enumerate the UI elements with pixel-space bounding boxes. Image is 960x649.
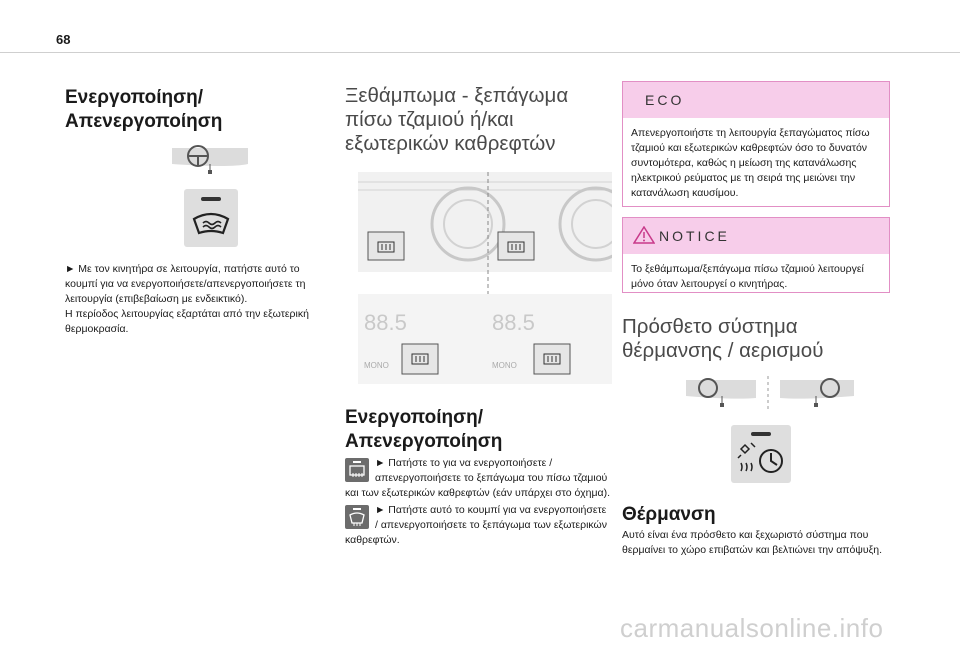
notice-box-title: NOTICE	[659, 228, 730, 244]
page-number: 68	[56, 32, 71, 47]
eco-box: ECO Απενεργοποιήστε τη λειτουργία ξεπαγώ…	[622, 81, 890, 207]
col2-heading-line2: Απενεργοποίηση	[345, 431, 503, 452]
col1-paragraph-1: ► Με τον κινητήρα σε λειτουργία, πατήστε…	[65, 263, 306, 305]
front-demist-button-illustration	[184, 189, 238, 247]
col3-paragraph: Αυτό είναι ένα πρόσθετο και ξεχωριστό σύ…	[622, 529, 883, 556]
col1-heading-line1: Ενεργοποίηση/	[65, 87, 204, 108]
col2-section-title: Ξεθάμπωμα - ξεπάγωμα πίσω τζαμιού ή/και …	[345, 84, 569, 155]
col2-item-2-text: ► Πατήστε αυτό το κουμπί για να ενεργοπο…	[345, 504, 607, 546]
header-rule	[0, 52, 960, 53]
col2-body: ► Πατήστε το για να ενεργοποιήσετε / απε…	[345, 456, 610, 548]
col1-body: ► Με τον κινητήρα σε λειτουργία, πατήστε…	[65, 262, 327, 337]
eco-box-title: ECO	[623, 82, 889, 118]
col2-item-1: ► Πατήστε το για να ενεργοποιήσετε / απε…	[345, 456, 610, 501]
mono-label-right: MONO	[492, 361, 517, 370]
dashboard-panels-illustration: 88.5 88.5 MONO MONO	[358, 172, 634, 384]
col3-section-title: Πρόσθετο σύστημα θέρμανσης / αερισμού	[622, 315, 824, 362]
col2-item-1-text: ► Πατήστε το για να ενεργοποιήσετε / απε…	[345, 457, 610, 499]
notice-box-header: NOTICE	[623, 218, 889, 254]
steering-wheel-lhd-rhd-diagram	[686, 376, 854, 410]
steering-wheel-diagram	[172, 145, 248, 174]
col2-heading: Ενεργοποίηση/ Απενεργοποίηση	[345, 406, 605, 454]
eco-box-text: Απενεργοποιήστε τη λειτουργία ξεπαγώματο…	[631, 127, 870, 199]
notice-box-text: Το ξεθάμπωμα/ξεπάγωμα πίσω τζαμιού λειτο…	[631, 263, 864, 290]
notice-box: NOTICE Το ξεθάμπωμα/ξεπάγωμα πίσω τζαμιο…	[622, 217, 890, 293]
auxiliary-heating-button-illustration	[731, 425, 791, 483]
col1-paragraph-2: Η περίοδος λειτουργίας εξαρτάται από την…	[65, 308, 309, 335]
col2-heading-line1: Ενεργοποίηση/	[345, 407, 484, 428]
display-digits-left: 88.5	[364, 310, 407, 335]
mirror-defrost-icon	[345, 505, 369, 529]
warning-icon	[632, 225, 656, 244]
control-panel-diagram: 88.5 88.5 MONO MONO	[358, 172, 634, 384]
col2-item-2: ► Πατήστε αυτό το κουμπί για να ενεργοπο…	[345, 503, 610, 548]
fan-timer-icon	[737, 432, 783, 473]
rear-window-defrost-icon	[345, 458, 369, 482]
watermark: carmanualsonline.info	[620, 613, 884, 643]
col1-heading-line2: Απενεργοποίηση	[65, 111, 223, 132]
windscreen-defrost-icon	[192, 197, 230, 235]
display-digits-right: 88.5	[492, 310, 535, 335]
col3-heading: Θέρμανση	[622, 504, 716, 525]
col1-heading: Ενεργοποίηση/ Απενεργοποίηση	[65, 86, 315, 134]
mono-label-left: MONO	[364, 361, 389, 370]
